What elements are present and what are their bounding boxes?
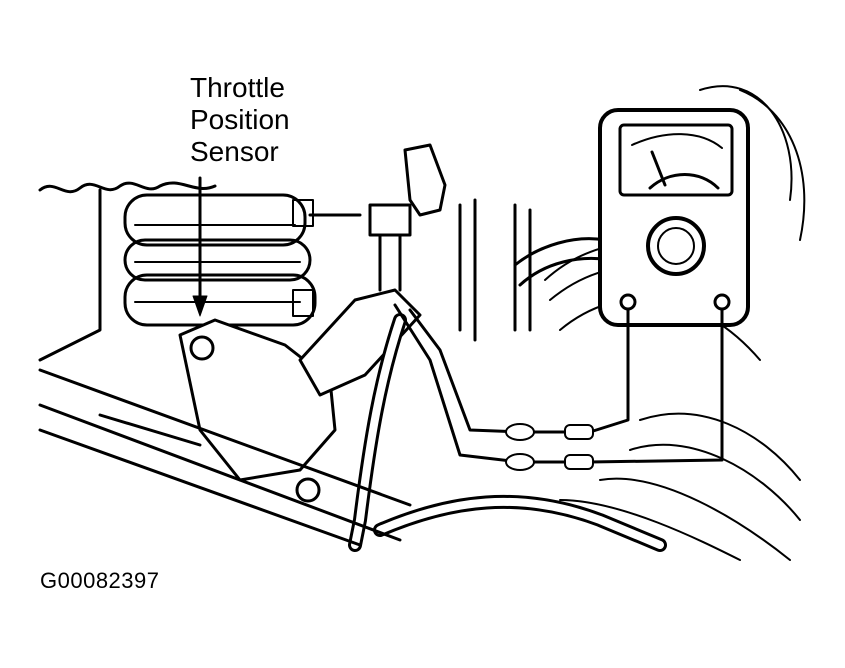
sensor-connector [300, 290, 420, 395]
callout-line-3: Sensor [190, 136, 279, 167]
callout-line-2: Position [190, 104, 290, 135]
connector-plug [405, 145, 445, 215]
figure-id: G00082397 [40, 568, 160, 593]
lead-connectors [506, 424, 593, 470]
test-lead-right [395, 305, 722, 462]
sensor-screw-bottom [297, 479, 319, 501]
callout-line-1: Throttle [190, 72, 285, 103]
callout-label: Throttle Position Sensor [190, 72, 290, 168]
sensor-screw-top [191, 337, 213, 359]
engine-block-edge [40, 190, 100, 360]
harness-lower-inner [380, 502, 660, 545]
engine-outline [40, 183, 215, 192]
multimeter [600, 110, 748, 325]
frame-rail [40, 370, 410, 545]
throttle-shaft [310, 205, 410, 290]
callout-arrow [193, 178, 207, 316]
wiring-harness-inner [355, 320, 400, 545]
sensor-body [180, 320, 335, 480]
throttle-body [460, 200, 530, 340]
test-lead-left [410, 309, 628, 432]
intake-boot [125, 195, 315, 325]
